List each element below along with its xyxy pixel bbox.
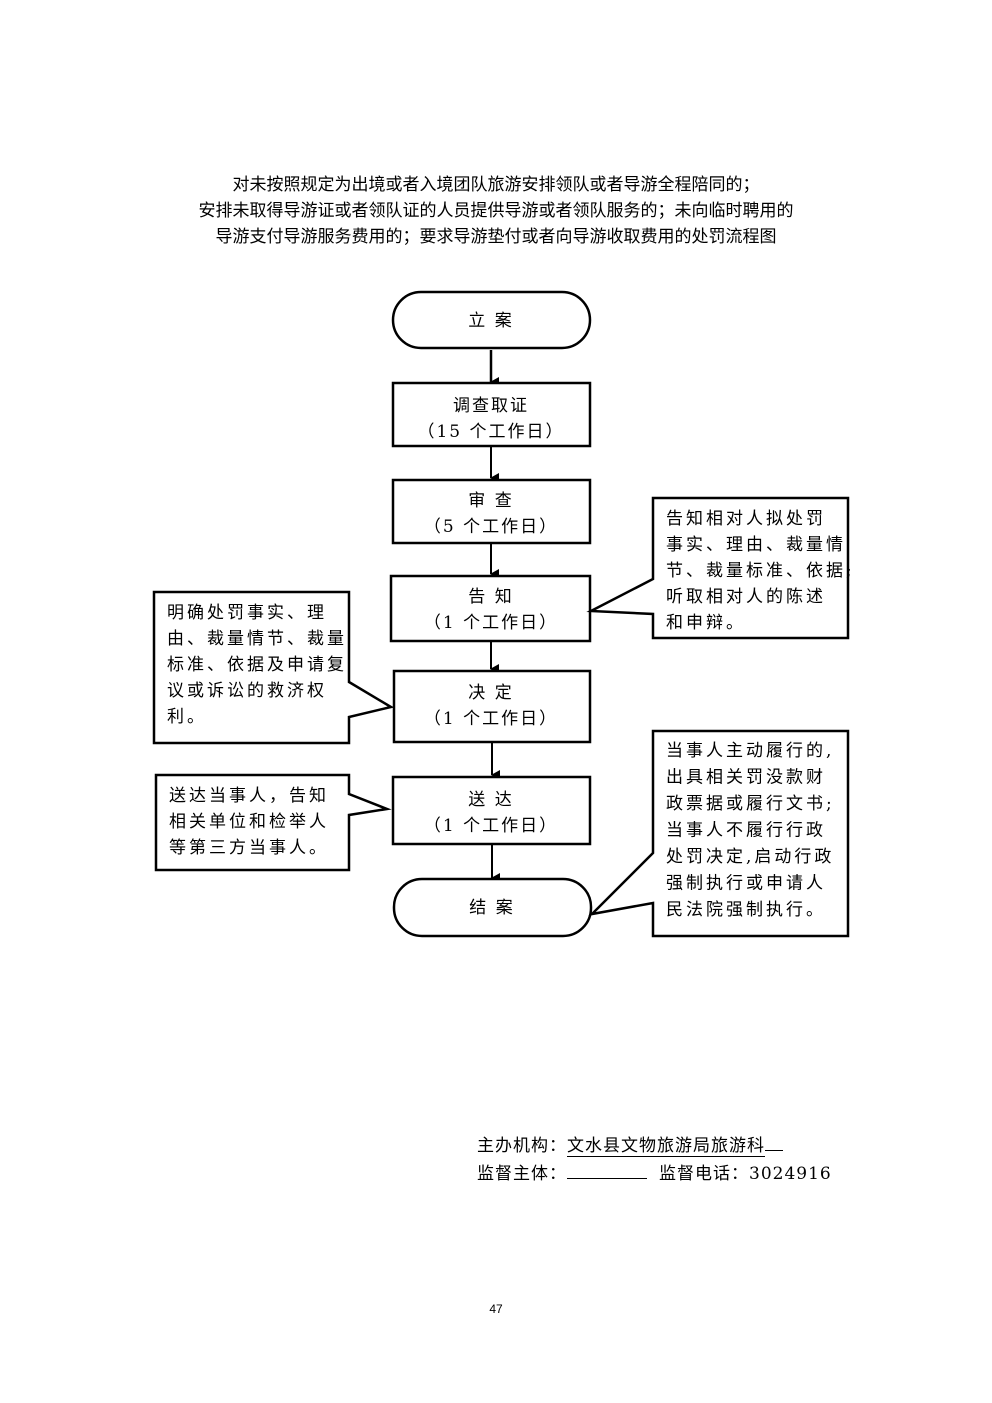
supervisor-row: 监督主体： 监督电话：3024916	[477, 1160, 832, 1188]
page-number: 47	[489, 1302, 503, 1316]
step-deliver-duration: （1 个工作日）	[424, 816, 558, 836]
step-start: 立 案	[391, 290, 592, 350]
supervisor-value-blank	[567, 1160, 647, 1179]
callout-line: 事实、理由、裁量情	[666, 535, 846, 555]
step-review: 审 查 （5 个工作日）	[391, 478, 592, 545]
title-line-2: 安排未取得导游证或者领队证的人员提供导游或者领队服务的；未向临时聘用的	[198, 201, 794, 221]
callout-line: 民法院强制执行。	[666, 900, 826, 920]
organizer-row: 主办机构：文水县文物旅游局旅游科	[477, 1133, 832, 1160]
flowchart: 立 案 调查取证 （15 个工作日） 审 查 （5 个工作日） 告 知 （1 个…	[152, 290, 855, 938]
step-deliver-label: 送 达	[468, 790, 513, 810]
phone-value: 3024916	[749, 1164, 832, 1184]
callout-line: 标准、依据及申请复	[167, 655, 347, 675]
phone-label: 监督电话：	[659, 1164, 749, 1184]
step-deliver: 送 达 （1 个工作日）	[391, 775, 592, 846]
callout-line: 议或诉讼的救济权	[167, 681, 327, 701]
step-start-label: 立 案	[468, 311, 513, 331]
callout-line: 强制执行或申请人	[666, 874, 826, 894]
step-notify: 告 知 （1 个工作日）	[389, 574, 592, 643]
step-notify-label: 告 知	[468, 587, 513, 607]
callout-notify: 告知相对人拟处罚事实、理由、裁量情节、裁量标准、依据; 听取相对人的陈述和申辩。	[586, 496, 855, 640]
step-review-duration: （5 个工作日）	[424, 517, 558, 537]
callout-decide-text: 明确处罚事实、理由、裁量情节、裁量标准、依据及申请复议或诉讼的救济权利。	[167, 603, 347, 727]
step-notify-duration: （1 个工作日）	[424, 613, 558, 633]
callout-deliver-text: 送达当事人，告知相关单位和检举人等第三方当事人。	[169, 786, 329, 858]
callout-line: 听取相对人的陈述	[666, 587, 826, 607]
callout-line: 和申辩。	[666, 613, 746, 633]
document-title: 对未按照规定为出境或者入境团队旅游安排领队或者导游全程陪同的； 安排未取得导游证…	[0, 172, 992, 250]
callout-line: 由、裁量情节、裁量	[167, 629, 347, 649]
step-review-label: 审 查	[468, 491, 513, 511]
callout-line: 利。	[167, 707, 207, 727]
callout-line: 当事人不履行行政	[666, 821, 826, 841]
step-decide-label: 决 定	[468, 683, 513, 703]
title-line-1: 对未按照规定为出境或者入境团队旅游安排领队或者导游全程陪同的；	[232, 175, 760, 195]
step-close: 结 案	[392, 877, 593, 938]
supervisor-label: 监督主体：	[477, 1164, 567, 1184]
step-decide-duration: （1 个工作日）	[424, 709, 558, 729]
step-close-label: 结 案	[469, 898, 514, 918]
callout-line: 明确处罚事实、理	[167, 603, 327, 623]
step-decide: 决 定 （1 个工作日）	[392, 669, 592, 744]
organizer-label: 主办机构：	[477, 1136, 567, 1156]
organizer-underline-tail	[765, 1150, 783, 1151]
step-investigate-label: 调查取证	[453, 396, 529, 416]
step-investigate: 调查取证 （15 个工作日）	[391, 381, 592, 448]
title-line-3: 导游支付导游服务费用的；要求导游垫付或者向导游收取费用的处罚流程图	[215, 227, 777, 247]
footer-info: 主办机构：文水县文物旅游局旅游科 监督主体： 监督电话：3024916	[477, 1133, 832, 1188]
callout-close: 当事人主动履行的, 出具相关罚没款财政票据或履行文书; 当事人不履行行政处罚决定,启…	[588, 729, 850, 938]
callout-line: 出具相关罚没款财	[666, 768, 826, 788]
callout-line: 告知相对人拟处罚	[666, 509, 826, 529]
callout-line: 政票据或履行文书;	[666, 794, 835, 814]
callout-line: 等第三方当事人。	[169, 838, 329, 858]
callout-line: 节、裁量标准、依据;	[666, 561, 855, 581]
step-investigate-duration: （15 个工作日）	[417, 422, 564, 442]
callout-line: 当事人主动履行的,	[666, 741, 834, 761]
callout-decide: 明确处罚事实、理由、裁量情节、裁量标准、依据及申请复议或诉讼的救济权利。	[152, 590, 395, 745]
callout-line: 送达当事人，告知	[169, 786, 329, 806]
callout-line: 处罚决定,启动行政	[666, 847, 834, 867]
organizer-value: 文水县文物旅游局旅游科	[567, 1136, 765, 1157]
callout-notify-text: 告知相对人拟处罚事实、理由、裁量情节、裁量标准、依据; 听取相对人的陈述和申辩。	[666, 509, 855, 633]
callout-deliver: 送达当事人，告知相关单位和检举人等第三方当事人。	[154, 773, 392, 872]
callout-close-text: 当事人主动履行的, 出具相关罚没款财政票据或履行文书; 当事人不履行行政处罚决定,启…	[666, 741, 835, 920]
callout-line: 相关单位和检举人	[169, 812, 329, 832]
